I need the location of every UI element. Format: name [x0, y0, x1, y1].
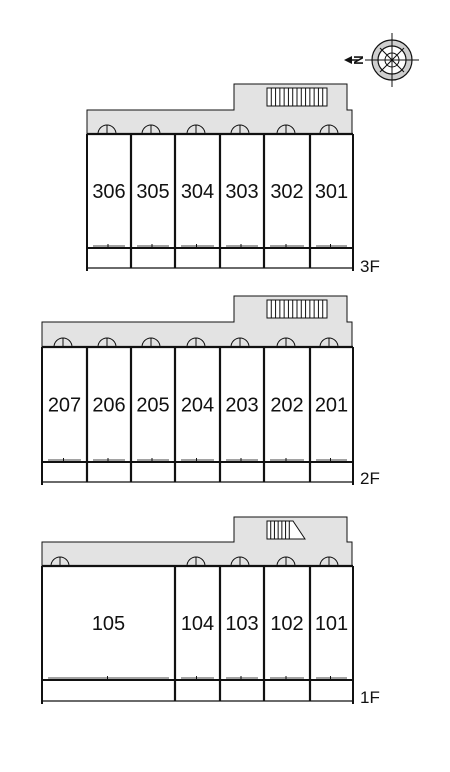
unit-label-305: 305 — [136, 181, 169, 203]
floor-3f-stairs-icon — [266, 87, 328, 107]
unit-label-207: 207 — [48, 395, 81, 417]
unit-label-204: 204 — [181, 395, 214, 417]
unit-label-303: 303 — [225, 181, 258, 203]
door-icon — [239, 337, 250, 348]
floor-1f: 1F — [41, 516, 380, 707]
floor-2f-label: 2F — [360, 469, 380, 488]
unit-label-102: 102 — [270, 613, 303, 635]
unit-label-206: 206 — [92, 395, 125, 417]
unit-label-304: 304 — [181, 181, 214, 203]
door-icon — [285, 124, 296, 135]
floor-3f-label: 3F — [360, 257, 380, 276]
unit-label-201: 201 — [315, 395, 348, 417]
floor-2f-stairs-icon — [266, 299, 328, 319]
unit-label-203: 203 — [225, 395, 258, 417]
door-icon — [239, 124, 250, 135]
unit-label-302: 302 — [270, 181, 303, 203]
compass-rose-icon: N — [344, 33, 419, 87]
floor-3f: 3F — [86, 83, 380, 276]
unit-label-202: 202 — [270, 395, 303, 417]
floor-1f-stairs-icon — [266, 520, 306, 540]
door-icon — [195, 337, 206, 348]
door-icon — [285, 556, 296, 567]
floor-1f-corridor — [41, 516, 353, 567]
unit-label-205: 205 — [136, 395, 169, 417]
door-icon — [62, 337, 73, 348]
unit-label-104: 104 — [181, 613, 214, 635]
unit-label-301: 301 — [315, 181, 348, 203]
floor-2f: 2F — [41, 295, 380, 488]
door-icon — [328, 124, 339, 135]
door-icon — [106, 337, 117, 348]
unit-label-105: 105 — [92, 613, 125, 635]
compass-north-label: N — [351, 55, 366, 64]
door-icon — [59, 556, 70, 567]
door-icon — [106, 124, 117, 135]
door-icon — [328, 556, 339, 567]
door-icon — [285, 337, 296, 348]
door-icon — [328, 337, 339, 348]
door-icon — [150, 337, 161, 348]
unit-label-306: 306 — [92, 181, 125, 203]
door-icon — [195, 556, 206, 567]
unit-label-103: 103 — [225, 613, 258, 635]
door-icon — [150, 124, 161, 135]
floor-1f-label: 1F — [360, 688, 380, 707]
door-icon — [195, 124, 206, 135]
door-icon — [239, 556, 250, 567]
unit-label-101: 101 — [315, 613, 348, 635]
